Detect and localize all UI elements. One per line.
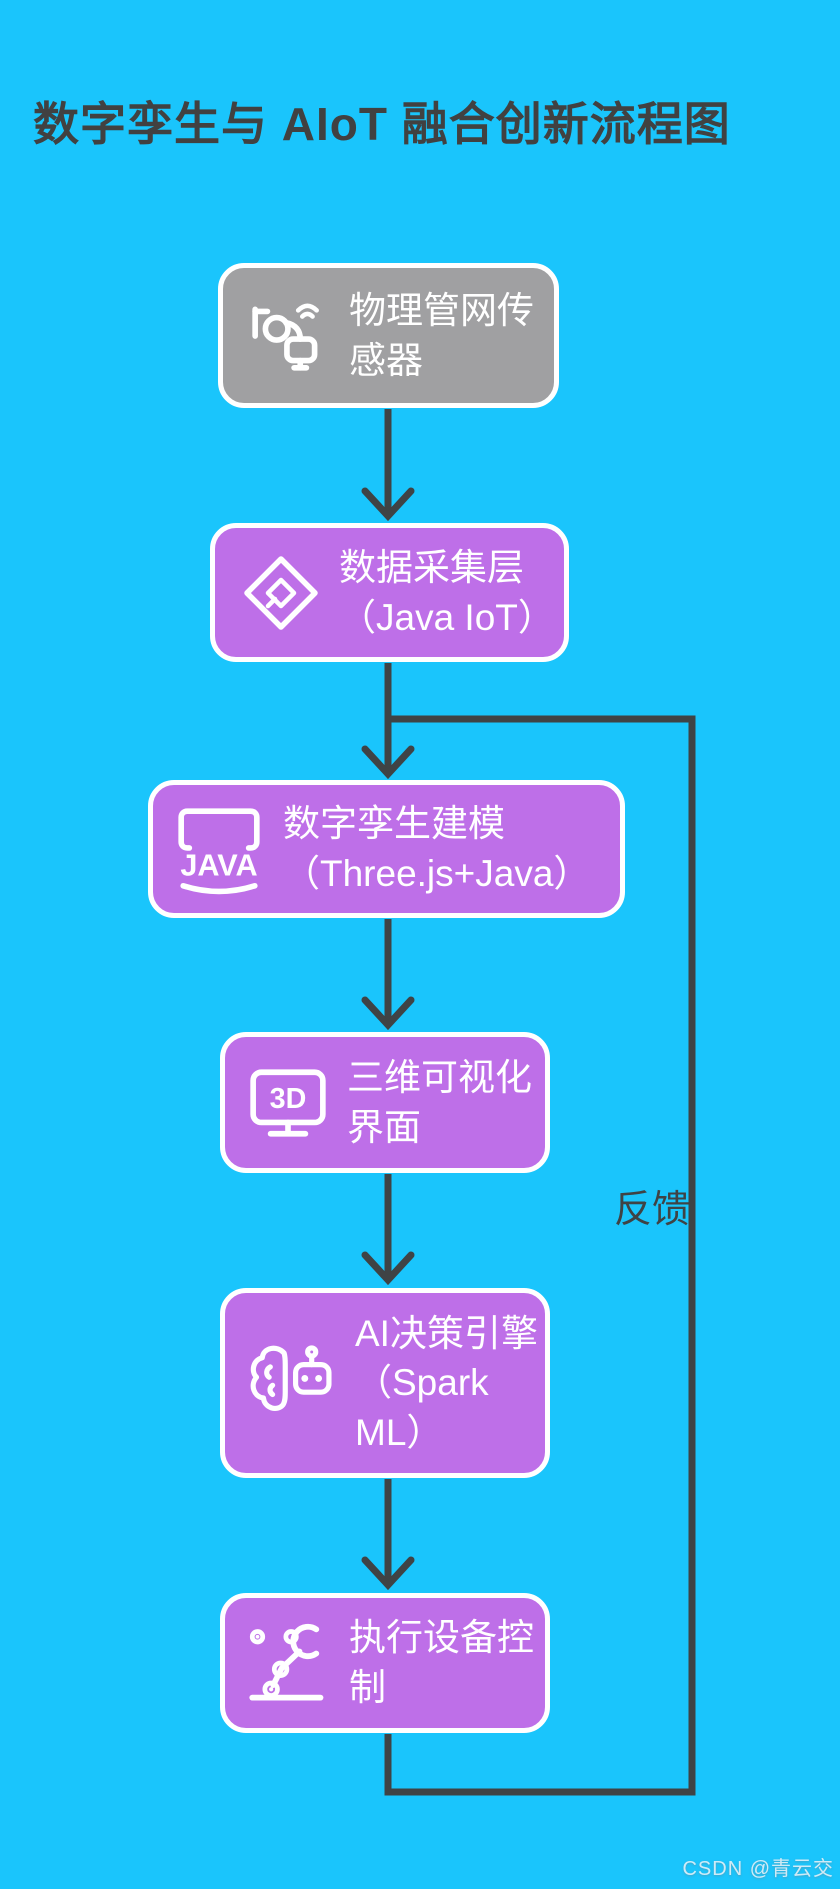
node-ai-engine: AI决策引擎 （Spark ML） [220,1288,550,1478]
node-device-control: 执行设备控 制 [220,1593,550,1733]
pipe-sensor-icon [252,302,319,371]
java-badge-icon: JAVA [178,808,260,895]
page-title: 数字孪生与 AIoT 融合创新流程图 [33,98,731,150]
arrowhead-5 [361,1556,415,1591]
node-data-collect: 数据采集层 （Java IoT） [210,523,569,662]
collect-diamond-icon [244,555,318,630]
robot-arm-icon [249,1623,324,1701]
node-label: 数字孪生建模 （Three.js+Java） [283,803,591,894]
monitor-3d-icon: 3D [250,1068,326,1137]
svg-text:3D: 3D [270,1083,307,1115]
arrowhead-2 [361,745,415,780]
watermark: CSDN @青云交 [682,1858,834,1880]
node-label: 执行设备控 制 [349,1617,534,1708]
node-label: 三维可视化 界面 [347,1056,532,1148]
arrowhead-1 [361,487,415,522]
arrowhead-3 [361,996,415,1031]
ai-brain-icon [250,1345,332,1412]
node-3d-visualization: 3D 三维可视化 界面 [220,1032,550,1173]
feedback-edge-label: 反馈 [613,1189,690,1231]
svg-text:JAVA: JAVA [180,849,257,883]
node-label: 物理管网传 感器 [349,289,534,381]
node-label: AI决策引擎 （Spark ML） [355,1312,538,1453]
arrowhead-4 [361,1251,415,1286]
feedback-loop-line [384,715,696,1796]
node-digital-twin: JAVA 数字孪生建模 （Three.js+Java） [148,780,625,918]
node-label: 数据采集层 （Java IoT） [339,546,555,638]
node-physical-sensor: 物理管网传 感器 [218,263,559,408]
